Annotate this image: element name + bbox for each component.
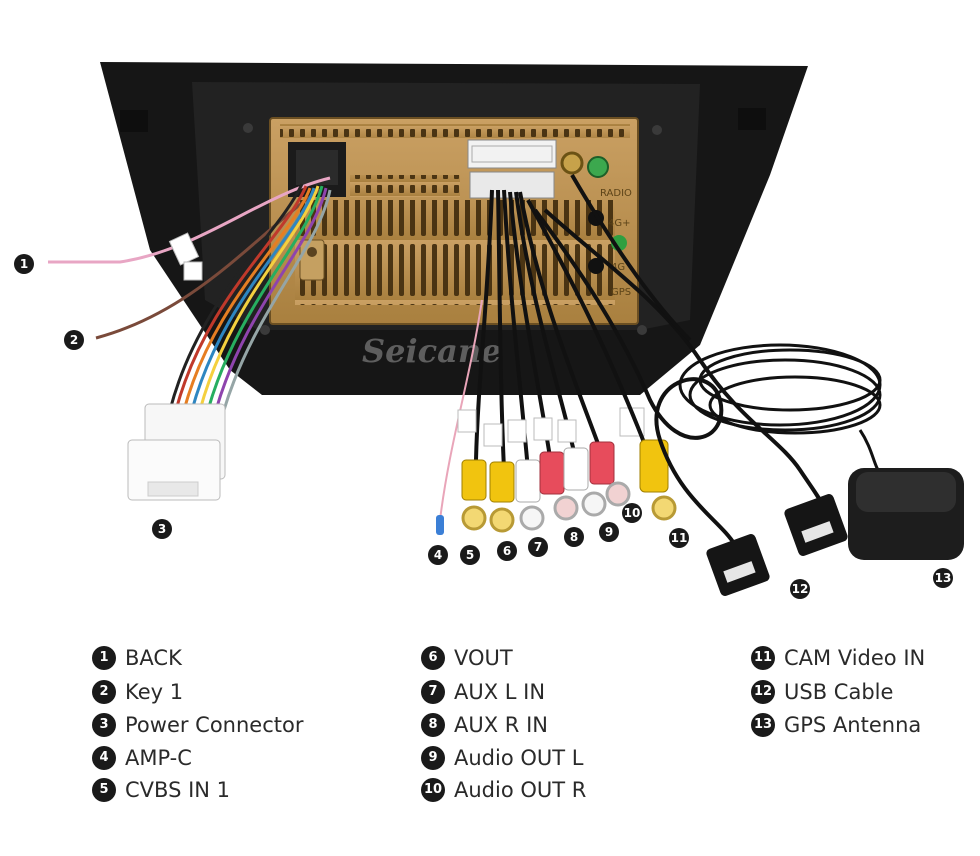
callout-8: 8 [564, 527, 584, 547]
legend-item-back: 1 BACK [92, 645, 182, 671]
legend-item-cvbs-in-1: 5 CVBS IN 1 [92, 777, 230, 803]
legend-badge: 2 [92, 680, 116, 704]
key1-wire [95, 188, 321, 340]
legend-badge: 3 [92, 713, 116, 737]
legend-item-audio-out-r: 10 Audio OUT R [421, 777, 586, 803]
amp-c-tip [436, 515, 444, 535]
callout-10: 10 [622, 503, 642, 523]
callout-11: 11 [669, 528, 689, 548]
legend-badge: 10 [421, 778, 445, 802]
legend-item-cam-video-in: 11 CAM Video IN [751, 645, 925, 671]
4g-plus-label: 4G+ [608, 218, 631, 229]
callout-12: 12 [790, 579, 810, 599]
legend-badge: 8 [421, 713, 445, 737]
legend-item-aux-l-in: 7 AUX L IN [421, 679, 545, 705]
legend-label: Audio OUT L [454, 746, 584, 770]
cam-video-plug [639, 439, 669, 493]
rca-plugs [461, 441, 631, 533]
wiring-diagram-photo: RADIO 4G+ 4G GPS Seicane [48, 62, 964, 596]
watermark: Seicane [362, 332, 501, 370]
callout-1: 1 [14, 254, 34, 274]
callout-9: 9 [599, 522, 619, 542]
usb-plugs [706, 494, 848, 596]
legend-label: AUX L IN [454, 680, 546, 704]
legend-label: AUX R IN [454, 713, 548, 737]
legend-item-usb-cable: 12 USB Cable [751, 679, 893, 705]
legend-label: BACK [125, 646, 182, 670]
legend-badge: 4 [92, 746, 116, 770]
multi-pin-socket [467, 139, 557, 169]
legend-item-vout: 6 VOUT [421, 645, 513, 671]
green-port [587, 156, 609, 178]
legend-item-audio-out-l: 9 Audio OUT L [421, 745, 583, 771]
legend-badge: 7 [421, 680, 445, 704]
callout-2: 2 [64, 330, 84, 350]
legend-label: AMP-C [125, 746, 192, 770]
gps-label: GPS [611, 287, 631, 298]
legend-label: GPS Antenna [784, 713, 922, 737]
legend-label: CAM Video IN [784, 646, 926, 670]
callout-13: 13 [933, 568, 953, 588]
4g-label: 4G [611, 262, 625, 273]
legend-item-amp-c: 4 AMP-C [92, 745, 192, 771]
radio-jack [560, 151, 584, 175]
legend-item-aux-r-in: 8 AUX R IN [421, 712, 548, 738]
legend-item-key1: 2 Key 1 [92, 679, 183, 705]
legend-label: Audio OUT R [454, 778, 587, 802]
legend-item-power-connector: 3 Power Connector [92, 712, 303, 738]
gps-coil [678, 343, 901, 482]
legend-label: Key 1 [125, 680, 184, 704]
legend-badge: 1 [92, 646, 116, 670]
legend-label: Power Connector [125, 713, 304, 737]
radio-label: RADIO [600, 188, 632, 199]
legend-badge: 11 [751, 646, 775, 670]
callout-5: 5 [460, 545, 480, 565]
legend-badge: 6 [421, 646, 445, 670]
legend-label: USB Cable [784, 680, 894, 704]
legend-badge: 13 [751, 713, 775, 737]
legend-item-gps-antenna: 13 GPS Antenna [751, 712, 921, 738]
legend-badge: 9 [421, 746, 445, 770]
callout-6: 6 [497, 541, 517, 561]
callout-4: 4 [428, 545, 448, 565]
legend-label: VOUT [454, 646, 513, 670]
callout-3: 3 [152, 519, 172, 539]
power-harness [168, 183, 332, 411]
callout-7: 7 [528, 537, 548, 557]
legend-badge: 5 [92, 778, 116, 802]
legend-badge: 12 [751, 680, 775, 704]
power-connector [127, 403, 226, 501]
legend-label: CVBS IN 1 [125, 778, 231, 802]
